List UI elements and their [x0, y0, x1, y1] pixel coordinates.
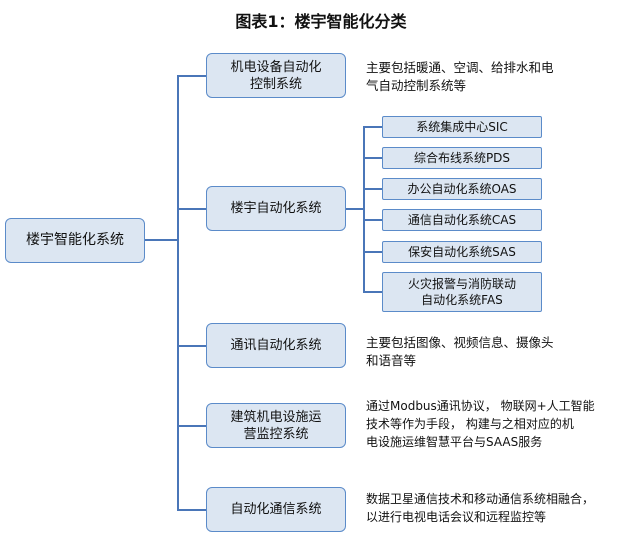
- branch-node-building-automation: 楼宇自动化系统: [206, 186, 346, 231]
- branch-node-facility-monitoring: 建筑机电设施运 营监控系统: [206, 403, 346, 448]
- subsystem-node-cas: 通信自动化系统CAS: [382, 209, 542, 231]
- sub-trunk-line: [363, 126, 365, 293]
- root-connector: [145, 239, 178, 241]
- subsystem-label: 办公自动化系统OAS: [407, 182, 517, 196]
- branch-node-mechanical-control: 机电设备自动化 控制系统: [206, 53, 346, 98]
- subsystem-label: 综合布线系统PDS: [413, 151, 511, 165]
- branch-description-mechanical-control: 主要包括暖通、空调、给排水和电 气自动控制系统等: [366, 60, 554, 93]
- branch-description-facility-monitoring: 通过Modbus通讯协议， 物联网+人工智能 技术等作为手段， 构建与之相对应的…: [366, 399, 595, 449]
- root-node: 楼宇智能化系统: [5, 218, 145, 263]
- branch-node-communication-automation: 通讯自动化系统: [206, 323, 346, 368]
- sub-connector-3: [363, 188, 382, 190]
- subsystem-node-fas: 火灾报警与消防联动 自动化系统FAS: [382, 272, 542, 312]
- oas-connector: [345, 208, 364, 210]
- subsystem-node-oas: 办公自动化系统OAS: [382, 178, 542, 200]
- sub-connector-5: [363, 251, 382, 253]
- branch-label: 建筑机电设施运 营监控系统: [230, 409, 322, 442]
- sub-connector-1: [363, 126, 382, 128]
- trunk-line: [177, 75, 179, 511]
- branch-label: 楼宇自动化系统: [230, 201, 322, 216]
- branch-label: 机电设备自动化 控制系统: [230, 59, 322, 92]
- branch-connector-1: [177, 75, 206, 77]
- branch-node-automated-communication: 自动化通信系统: [206, 487, 346, 532]
- branch-connector-4: [177, 425, 206, 427]
- branch-description-automated-communication: 数据卫星通信技术和移动通信系统相融合， 以进行电视电话会议和远程监控等: [366, 492, 595, 524]
- subsystem-node-sas: 保安自动化系统SAS: [382, 241, 542, 263]
- branch-label: 通讯自动化系统: [230, 338, 322, 353]
- subsystem-node-pds: 综合布线系统PDS: [382, 147, 542, 169]
- subsystem-label: 火灾报警与消防联动 自动化系统FAS: [407, 277, 516, 307]
- diagram-title: 图表1：楼宇智能化分类: [235, 12, 407, 31]
- branch-label: 自动化通信系统: [230, 502, 322, 517]
- root-label: 楼宇智能化系统: [26, 232, 124, 248]
- subsystem-node-sic: 系统集成中心SIC: [382, 116, 542, 138]
- sub-connector-2: [363, 157, 382, 159]
- sub-connector-4: [363, 219, 382, 221]
- branch-connector-5: [177, 509, 206, 511]
- branch-connector-2: [177, 208, 206, 210]
- branch-description-communication-automation: 主要包括图像、视频信息、摄像头 和语音等: [366, 335, 554, 368]
- subsystem-label: 系统集成中心SIC: [416, 120, 508, 134]
- subsystem-label: 通信自动化系统CAS: [407, 213, 517, 227]
- subsystem-label: 保安自动化系统SAS: [408, 245, 516, 259]
- sub-connector-6: [363, 291, 382, 293]
- branch-connector-3: [177, 345, 206, 347]
